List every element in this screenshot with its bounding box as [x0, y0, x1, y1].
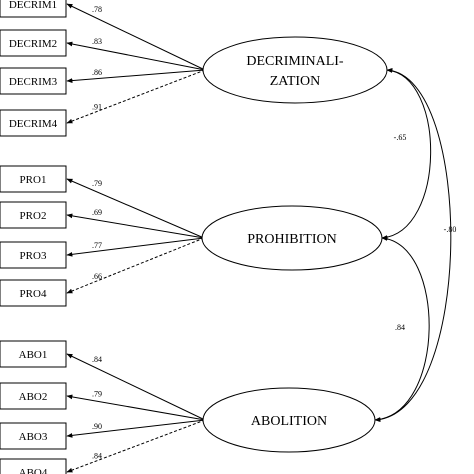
indicator-box [0, 29, 67, 57]
correlation-arcs [374, 67, 452, 423]
indicator-label: DECRIM2 [9, 38, 57, 50]
loading-arrow [66, 419, 206, 438]
loading-arrow [66, 213, 205, 239]
factor-ellipse-prohib [201, 205, 383, 271]
loading-arrow [66, 69, 206, 124]
factor-ellipse-abol [202, 387, 376, 453]
loading-value: .83 [92, 37, 102, 46]
loading-arrows [66, 3, 206, 473]
indicator-label: PRO2 [20, 210, 47, 222]
loading-value: .69 [92, 208, 102, 217]
correlation-arc [374, 236, 430, 422]
loading-value: .79 [92, 389, 102, 398]
indicator-box [0, 458, 67, 474]
indicator-label: PRO1 [20, 174, 47, 186]
loading-value: .79 [92, 179, 102, 188]
factor-label-prohib: PROHIBITION [247, 232, 336, 247]
factor-label-decrim: ZATION [270, 74, 321, 89]
indicator-label: ABO4 [19, 467, 48, 474]
factor-ellipse-decrim [202, 36, 388, 104]
loading-value: .78 [92, 5, 102, 14]
indicator-label: PRO3 [20, 250, 47, 262]
loading-arrow [66, 41, 206, 71]
indicator-box [0, 109, 67, 137]
factor-label-abol: ABOLITION [251, 414, 327, 429]
indicator-label: ABO2 [19, 391, 48, 403]
correlation-arc [374, 67, 452, 423]
indicator-label: ABO1 [19, 349, 48, 361]
loading-value: .84 [92, 452, 102, 461]
loading-value: .86 [92, 68, 102, 77]
loading-arrow [66, 69, 206, 83]
correlation-value: -.65 [394, 133, 407, 142]
indicator-box [0, 67, 67, 95]
loading-value: .77 [92, 241, 102, 250]
loading-arrow [66, 394, 206, 421]
indicator-box [0, 0, 67, 18]
loading-arrow [66, 178, 205, 239]
indicator-label: DECRIM1 [9, 0, 57, 11]
indicator-box [0, 340, 67, 368]
correlation-arc [381, 68, 432, 240]
indicator-box [0, 201, 67, 229]
loading-value: .66 [92, 272, 102, 281]
nodes [0, 0, 388, 474]
loading-arrow [66, 419, 206, 473]
indicator-label: DECRIM4 [9, 118, 58, 130]
loading-value: .90 [92, 422, 102, 431]
indicator-box [0, 279, 67, 307]
indicator-box [0, 382, 67, 410]
indicator-label: DECRIM3 [9, 76, 58, 88]
loading-arrow [66, 237, 205, 257]
indicator-box [0, 241, 67, 269]
indicator-label: ABO3 [19, 431, 48, 443]
loading-arrow [66, 353, 206, 421]
correlation-value: .84 [395, 323, 405, 332]
loading-arrow [66, 3, 206, 71]
labels: DECRIMINALI- ZATION PROHIBITION ABOLITION DE… [9, 0, 456, 474]
indicator-box [0, 422, 67, 450]
indicator-box [0, 165, 67, 193]
loading-value: .91 [92, 102, 102, 111]
indicator-label: PRO4 [20, 288, 47, 300]
factor-label-decrim: DECRIMINALI- [246, 54, 344, 69]
loading-value: .84 [92, 355, 102, 364]
correlation-value: -.80 [444, 225, 457, 234]
